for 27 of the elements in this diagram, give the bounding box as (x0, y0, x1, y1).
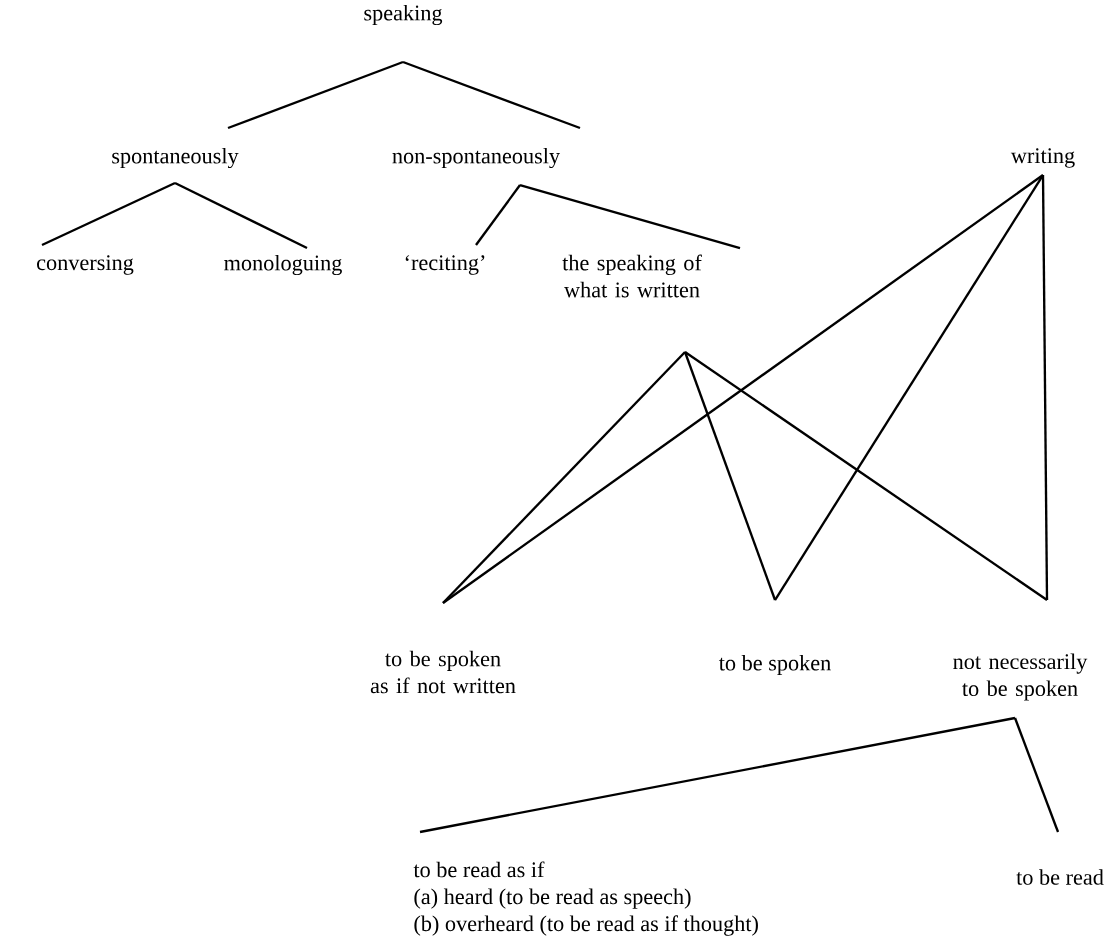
tree-label: to be read as if (a) heard (to be read as speech) (b) overheard (to be read as if thought) (413, 861, 758, 936)
tree-label: not necessarily to be spoken (953, 653, 1088, 701)
branch-line (684, 351, 1048, 601)
branch-line (519, 183, 741, 250)
branch-line (1013, 717, 1060, 833)
tree-label: to be spoken (718, 654, 831, 676)
branch-line (475, 184, 521, 246)
branch-line (442, 174, 1044, 604)
branch-line (1041, 175, 1049, 601)
branch-line (442, 351, 686, 604)
tree-label: conversing (37, 255, 134, 275)
branch-line (402, 60, 581, 130)
tree-label: monologuing (224, 254, 342, 276)
branch-line (419, 716, 1016, 834)
branch-line (683, 351, 777, 601)
branch-line (41, 181, 176, 247)
tree-label: speaking (364, 4, 443, 26)
tree-label: to be spoken as if not written (370, 650, 516, 694)
branch-line (774, 174, 1044, 601)
tree-label: ‘reciting’ (405, 255, 485, 275)
tree-label: the speaking of what is written (562, 254, 702, 298)
tree-label: non-spontaneously (392, 147, 560, 169)
branch-line (227, 60, 404, 130)
tree-label: to be read (1016, 869, 1104, 885)
branch-line (174, 181, 308, 250)
tree-label: spontaneously (112, 147, 239, 169)
tree-label: writing (1010, 148, 1075, 168)
